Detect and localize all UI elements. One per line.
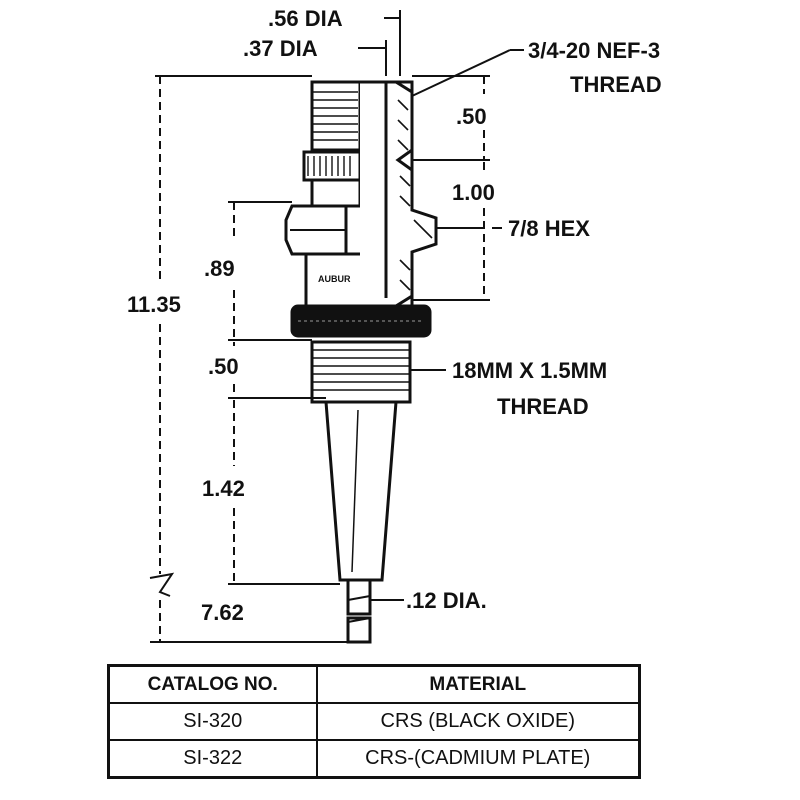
thread-mid-label: 18MM X 1.5MM [452,358,607,383]
thread-top-label: 3/4-20 NEF-3 [528,38,660,63]
electrode-drawing: AUBUR [127,6,662,644]
lower-thread [310,340,412,404]
table-header-row: CATALOG NO. MATERIAL [107,664,641,704]
dim-762: 7.62 [201,600,244,625]
dim-012-dia: .12 DIA. [406,588,487,613]
column-header-catalog: CATALOG NO. [107,664,318,704]
dim-100: 1.00 [452,180,495,205]
body-marking: AUBUR [318,274,351,284]
material: CRS-(CADMIUM PLATE) [315,739,641,779]
dim-050-top: .50 [456,104,487,129]
thread-mid-label-2: THREAD [497,394,589,419]
insulator [324,400,398,582]
dimension-lines [149,10,524,643]
dim-056-dia: .56 DIA [268,6,343,31]
catalog-number: SI-322 [107,739,318,779]
electrode-body [284,80,438,644]
dim-089: .89 [204,256,235,281]
column-header-material: MATERIAL [315,664,641,704]
material: CRS (BLACK OXIDE) [315,702,641,741]
dim-142: 1.42 [202,476,245,501]
catalog-number: SI-320 [107,702,318,741]
catalog-table: CATALOG NO. MATERIAL SI-320 CRS (BLACK O… [107,664,641,779]
table-row: SI-320 CRS (BLACK OXIDE) [107,702,641,741]
hex-label: 7/8 HEX [508,216,590,241]
table-row: SI-322 CRS-(CADMIUM PLATE) [107,739,641,779]
thread-top-label-2: THREAD [570,72,662,97]
dim-037-dia: .37 DIA [243,36,318,61]
dim-050-mid: .50 [208,354,239,379]
dim-overall: 11.35 [127,292,181,317]
